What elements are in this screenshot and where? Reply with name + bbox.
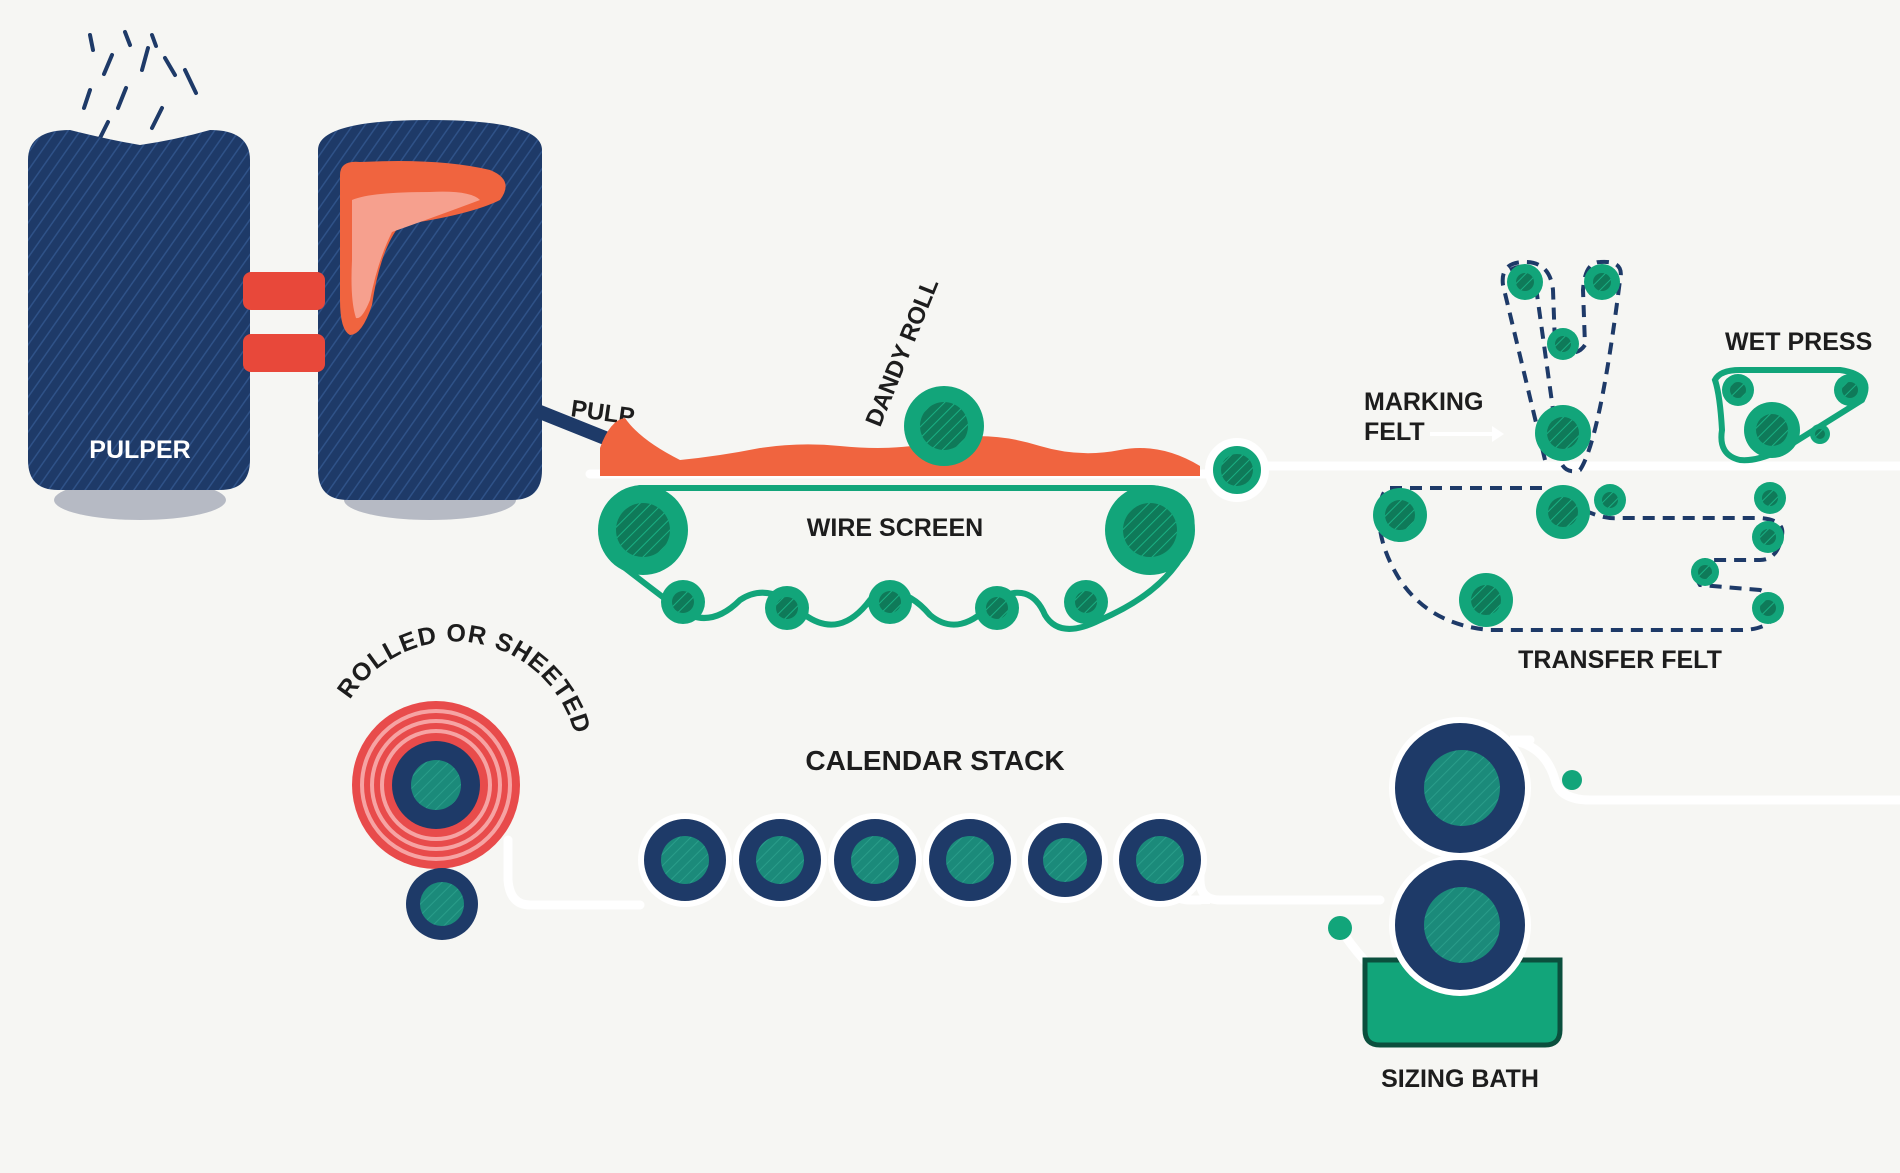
- arrow-right-icon: [1430, 426, 1504, 442]
- roller-icon: [1328, 916, 1352, 940]
- pipe-connector-icon: [243, 272, 325, 372]
- wire-screen-section: DANDY ROLL WIRE SCREEN: [598, 275, 1269, 632]
- transfer-felt-label: TRANSFER FELT: [1518, 646, 1722, 674]
- paper-path: [503, 461, 1900, 995]
- roller-icon: [1389, 717, 1531, 996]
- roller-icon: [1507, 264, 1620, 461]
- pulp-outlet-pipe: [533, 405, 617, 447]
- pulper-label: PULPER: [89, 436, 190, 464]
- pulp-flow: [600, 418, 1200, 476]
- wire-screen-label: WIRE SCREEN: [807, 514, 983, 542]
- roller-icon: [638, 813, 1207, 907]
- sizing-bath-label: SIZING BATH: [1381, 1065, 1539, 1093]
- roller-icon: [598, 438, 1269, 630]
- sizing-bath-section: SIZING BATH: [1328, 717, 1582, 1093]
- roller-icon: [1562, 770, 1582, 790]
- wet-press-label: WET PRESS: [1725, 328, 1872, 356]
- paper-reel-icon: [352, 701, 520, 940]
- marking-felt-label-line1: MARKING: [1364, 388, 1483, 416]
- pulp-highlight: [351, 191, 480, 319]
- calendar-stack-section: CALENDAR STACK: [638, 745, 1210, 907]
- dandy-roll: [904, 386, 984, 466]
- falling-fibers-icon: [82, 30, 198, 144]
- marking-felt-loop: [1500, 259, 1623, 474]
- roller-icon: [1373, 482, 1786, 627]
- pulper-tank-left: [28, 130, 250, 490]
- calendar-stack-label: CALENDAR STACK: [805, 745, 1064, 776]
- pulper: PULPER: [28, 30, 617, 520]
- marking-felt-label-line2: FELT: [1364, 418, 1425, 446]
- transfer-felt-loop: [1377, 486, 1785, 632]
- sizing-bath-tank: [1362, 957, 1563, 1048]
- roller-icon: [1722, 374, 1866, 458]
- press-section: MARKING FELT WET PRESS TRANSFER FELT: [1364, 259, 1872, 674]
